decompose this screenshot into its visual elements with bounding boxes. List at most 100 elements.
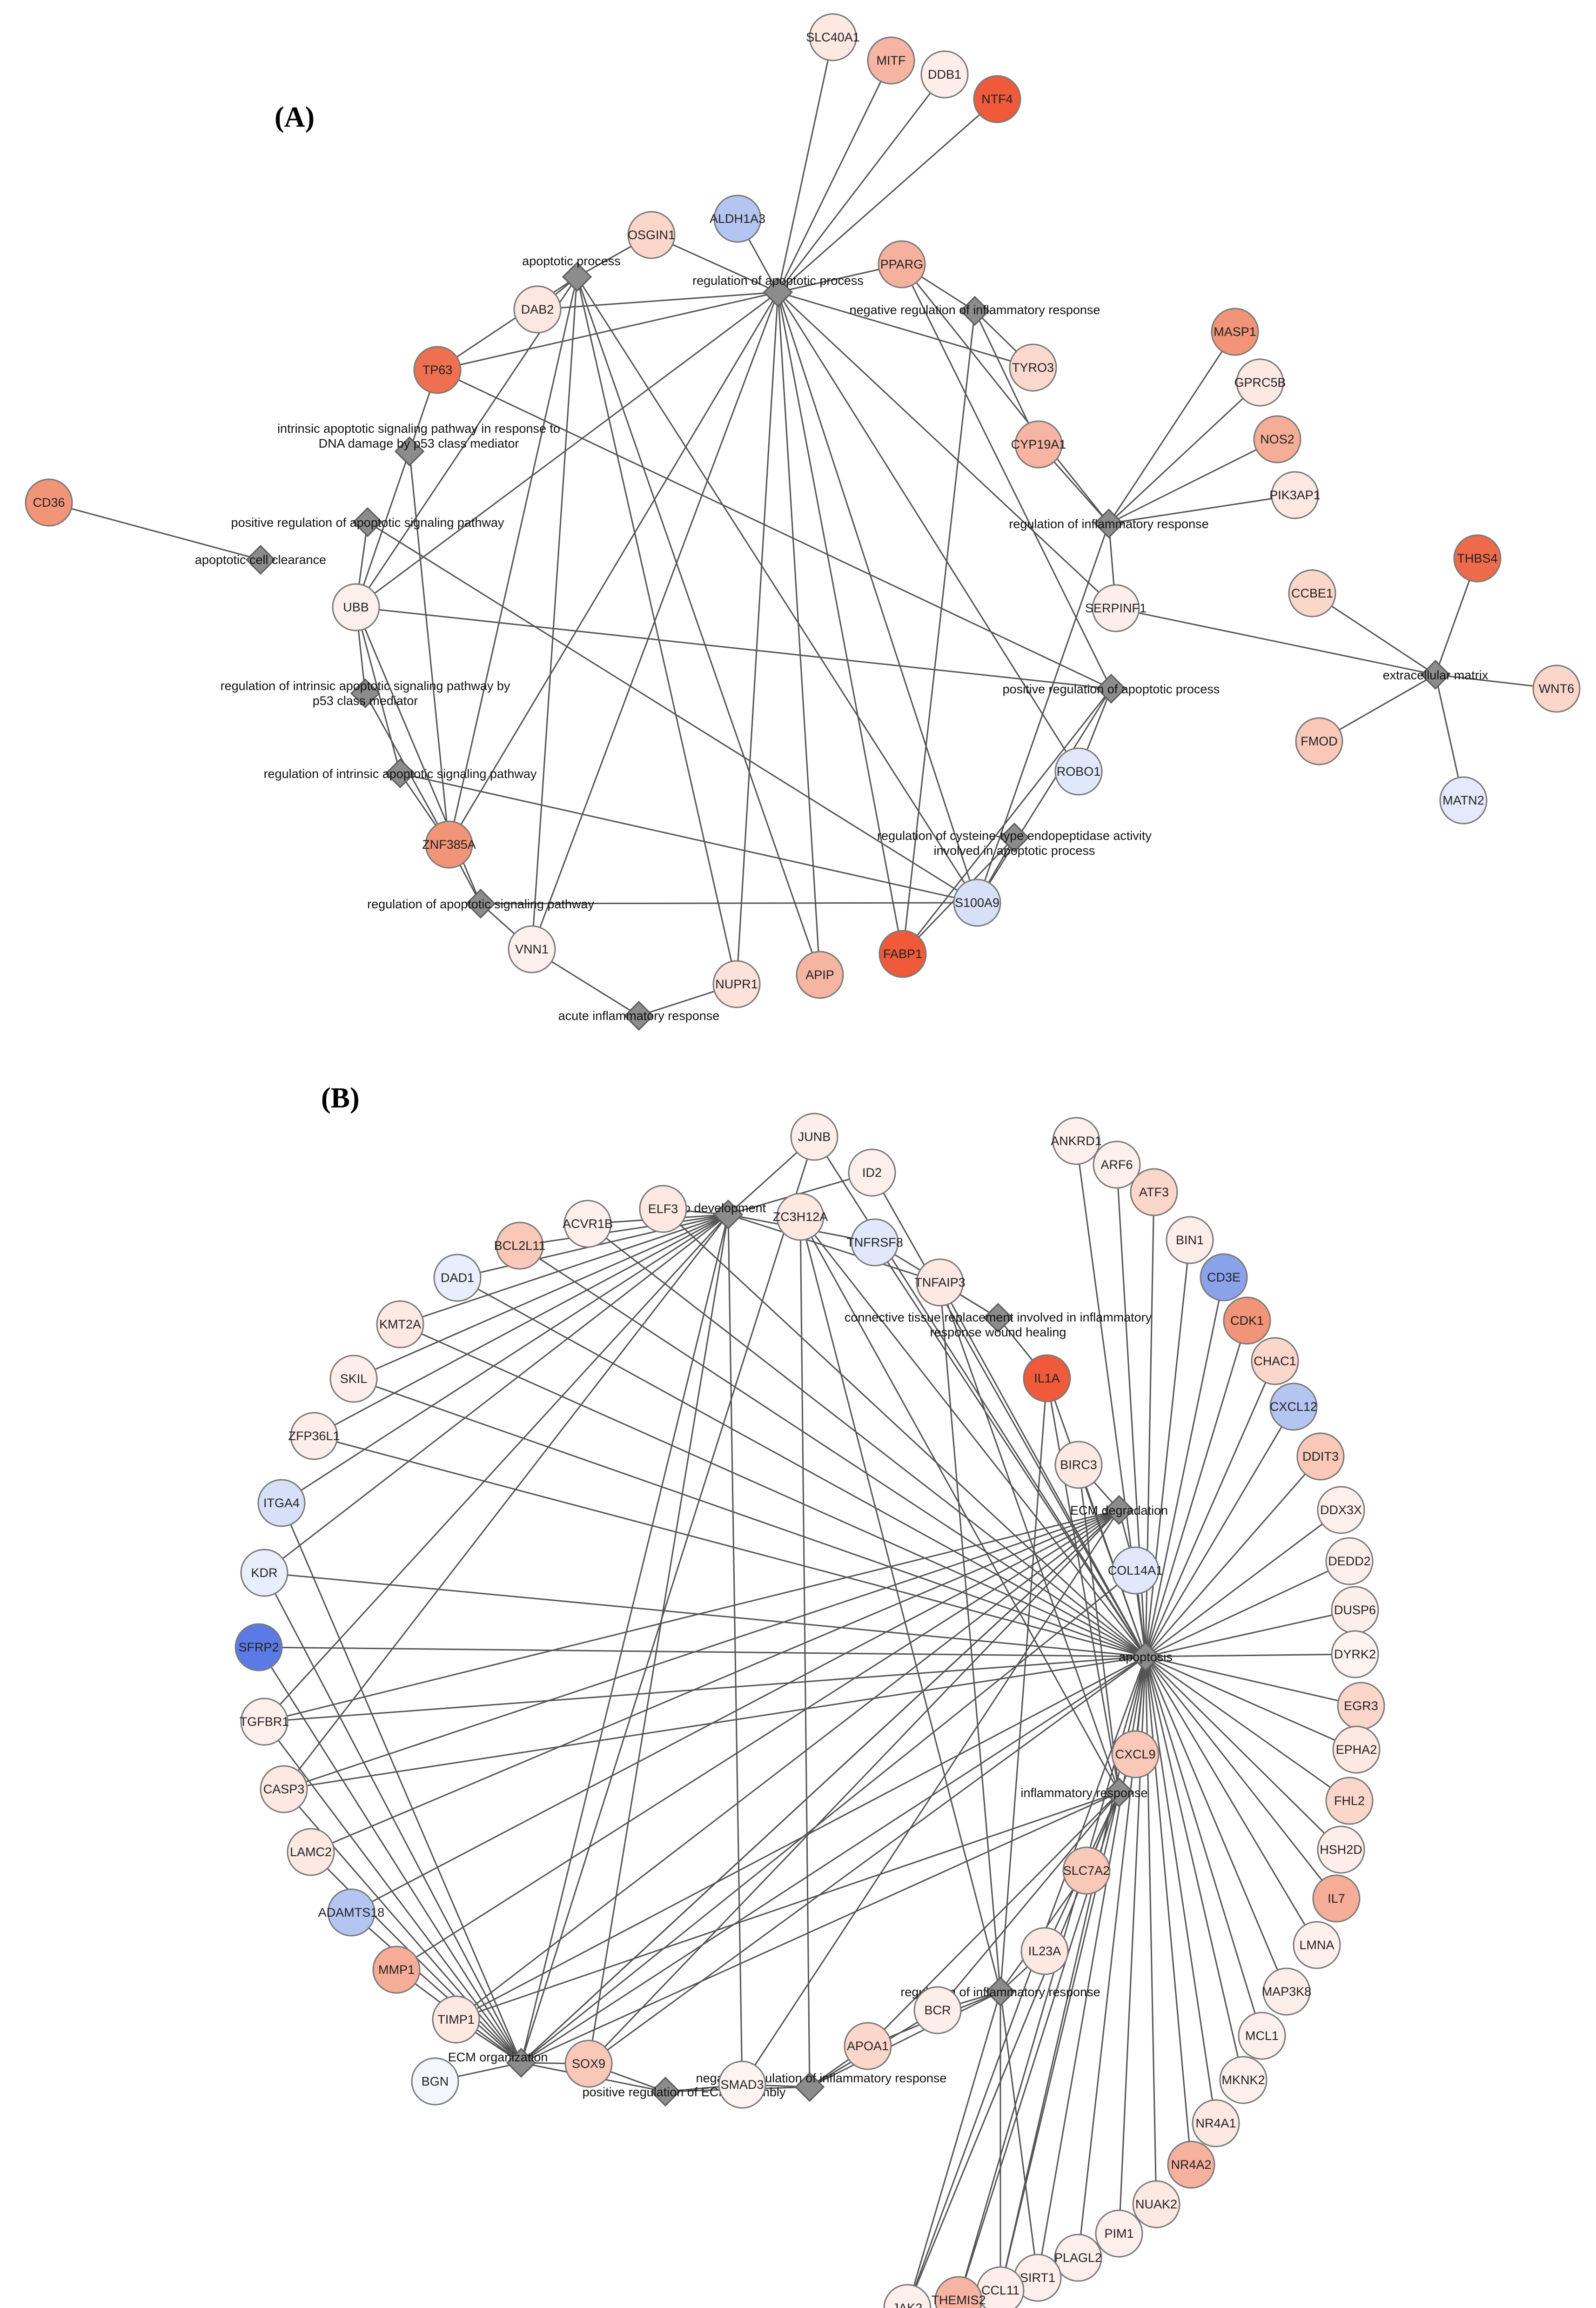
term-node-regulation-of-intrinsic-apoptotic-signaling-pathway[interactable]: regulation of intrinsic apoptotic signal… [264,758,537,789]
term-node-positive-regulation-of-apoptotic-signaling-pathway[interactable]: positive regulation of apoptotic signali… [231,507,504,537]
gene-node-serpinf1[interactable]: SERPINF1 [1085,584,1147,632]
term-node-acute-inflammatory-response[interactable]: acute inflammatory response [558,1000,720,1031]
term-node-negative-regulation-of-inflammatory-response[interactable]: negative regulation of inflammatory resp… [850,295,1100,326]
gene-node-ntf4[interactable]: NTF4 [973,75,1021,123]
term-node-regulation-of-apoptotic-signaling-pathway[interactable]: regulation of apoptotic signaling pathwa… [367,888,594,919]
gene-node-slc40a1[interactable]: SLC40A1 [806,13,860,61]
gene-node-zfp36l1[interactable]: ZFP36L1 [288,1412,340,1460]
gene-node-dad1[interactable]: DAD1 [433,1254,482,1302]
gene-node-adamts18[interactable]: ADAMTS18 [318,1888,385,1937]
gene-node-cxcl12[interactable]: CXCL12 [1269,1382,1318,1431]
term-node-ecm-degradation[interactable]: ECM degradation [1070,1495,1168,1525]
term-node-inflammatory-response[interactable]: inflammatory response [1020,1777,1148,1808]
gene-node-col14a1[interactable]: COL14A1 [1108,1546,1163,1595]
gene-node-casp3[interactable]: CASP3 [260,1765,308,1813]
gene-node-timp1[interactable]: TIMP1 [432,1995,480,2044]
gene-node-slc7a2[interactable]: SLC7A2 [1062,1846,1111,1895]
gene-node-sfrp2[interactable]: SFRP2 [235,1623,283,1671]
gene-node-pim1[interactable]: PIM1 [1095,2209,1143,2258]
gene-node-tnfrsf8[interactable]: TNFRSF8 [846,1218,903,1267]
gene-node-plagl2[interactable]: PLAGL2 [1054,2234,1102,2282]
gene-node-egr3[interactable]: EGR3 [1337,1682,1385,1730]
gene-node-il7[interactable]: IL7 [1312,1874,1361,1923]
gene-node-nupr1[interactable]: NUPR1 [712,960,761,1008]
gene-node-osgin1[interactable]: OSGIN1 [627,211,676,259]
gene-node-tgfbr1[interactable]: TGFBR1 [240,1697,289,1746]
gene-node-fhl2[interactable]: FHL2 [1325,1777,1374,1825]
gene-node-elf3[interactable]: ELF3 [639,1185,687,1233]
gene-node-birc3[interactable]: BIRC3 [1054,1441,1103,1489]
term-node-regulation-of-apoptotic-process[interactable]: regulation of apoptotic process [692,274,864,308]
term-node-connective-tissue-replacement-involved-in-inflammatory-respo[interactable]: connective tissue replacement involved i… [845,1302,1152,1339]
gene-node-nr4a2[interactable]: NR4A2 [1167,2140,1215,2189]
gene-node-nuak2[interactable]: NUAK2 [1132,2180,1180,2228]
gene-node-chac1[interactable]: CHAC1 [1251,1337,1299,1385]
gene-node-ubb[interactable]: UBB [332,583,380,631]
gene-node-tnfaip3[interactable]: TNFAIP3 [914,1258,966,1307]
term-node-ecm-organization[interactable]: ECM organization [448,2047,548,2078]
gene-node-il1a[interactable]: IL1A [1023,1354,1071,1402]
gene-node-mitf[interactable]: MITF [867,36,915,85]
gene-node-acvr1b[interactable]: ACVR1B [563,1200,613,1248]
gene-node-vnn1[interactable]: VNN1 [508,925,556,973]
term-node-apoptosis[interactable]: apoptosis [1119,1641,1173,1672]
gene-node-dab2[interactable]: DAB2 [513,285,562,334]
gene-node-smad3[interactable]: SMAD3 [718,2060,766,2109]
gene-node-themis2[interactable]: THEMIS2 [931,2276,986,2308]
term-node-negative-regulation-of-inflammatory-response[interactable]: negative regulation of inflammatory resp… [696,2071,947,2102]
gene-node-nr4a1[interactable]: NR4A1 [1192,2099,1240,2147]
term-node-extracellular-matrix[interactable]: extracellular matrix [1383,659,1489,690]
term-node-apoptotic-process[interactable]: apoptotic process [522,254,621,292]
gene-node-bin1[interactable]: BIN1 [1166,1216,1214,1264]
gene-node-il23a[interactable]: IL23A [1020,1927,1069,1975]
gene-node-bcr[interactable]: BCR [913,1986,962,2034]
gene-node-id2[interactable]: ID2 [848,1148,896,1197]
gene-node-kmt2a[interactable]: KMT2A [376,1300,424,1349]
term-node-apoptotic-cell-clearance[interactable]: apoptotic cell clearance [195,544,326,575]
gene-node-junb[interactable]: JUNB [790,1113,838,1161]
gene-node-tyro3[interactable]: TYRO3 [1009,343,1057,392]
gene-node-hsh2d[interactable]: HSH2D [1317,1825,1365,1874]
gene-node-lamc2[interactable]: LAMC2 [287,1828,335,1876]
gene-node-cyp19a1[interactable]: CYP19A1 [1011,420,1066,469]
gene-node-cd3e[interactable]: CD3E [1200,1253,1248,1302]
gene-node-mknk2[interactable]: MKNK2 [1219,2056,1267,2104]
gene-node-ddit3[interactable]: DDIT3 [1296,1432,1345,1481]
gene-node-ankrd1[interactable]: ANKRD1 [1051,1117,1102,1165]
gene-node-skil[interactable]: SKIL [329,1355,378,1403]
gene-node-znf385a[interactable]: ZNF385A [422,820,476,869]
gene-node-s100a9[interactable]: S100A9 [953,879,1001,927]
gene-node-mmp1[interactable]: MMP1 [372,1946,421,1994]
gene-node-ccbe1[interactable]: CCBE1 [1288,569,1336,617]
gene-node-matn2[interactable]: MATN2 [1439,776,1488,825]
gene-node-kdr[interactable]: KDR [240,1549,288,1597]
gene-node-cdk1[interactable]: CDK1 [1223,1296,1271,1345]
gene-node-dedd2[interactable]: DEDD2 [1325,1537,1374,1585]
gene-node-ccl11[interactable]: CCL11 [976,2266,1025,2308]
gene-node-ddx3x[interactable]: DDX3X [1317,1486,1365,1534]
gene-node-lmna[interactable]: LMNA [1293,1921,1341,1969]
gene-node-apoa1[interactable]: APOA1 [844,2022,892,2070]
gene-node-gprc5b[interactable]: GPRC5B [1234,358,1286,407]
term-node-regulation-of-intrinsic-apoptotic-signaling-pathway-by-p53-c[interactable]: regulation of intrinsic apoptotic signal… [221,678,510,709]
gene-node-wnt6[interactable]: WNT6 [1532,664,1581,713]
gene-node-masp1[interactable]: MASP1 [1211,308,1259,356]
gene-node-dyrk2[interactable]: DYRK2 [1331,1630,1379,1678]
gene-node-robo1[interactable]: ROBO1 [1054,747,1103,796]
term-node-positive-regulation-of-apoptotic-process[interactable]: positive regulation of apoptotic process [1003,673,1220,704]
gene-node-cxcl9[interactable]: CXCL9 [1111,1730,1160,1778]
gene-node-aldh1a3[interactable]: ALDH1A3 [710,195,765,243]
gene-node-sox9[interactable]: SOX9 [564,2040,613,2088]
gene-node-mcl1[interactable]: MCL1 [1238,2012,1286,2060]
term-node-regulation-of-inflammatory-response[interactable]: regulation of inflammatory response [1009,508,1209,539]
gene-node-jak2[interactable]: JAK2 [883,2284,932,2308]
gene-node-tp63[interactable]: TP63 [413,346,462,394]
gene-node-epha2[interactable]: EPHA2 [1332,1725,1381,1774]
gene-node-map3k8[interactable]: MAP3K8 [1262,1967,1312,2016]
gene-node-bcl2l11[interactable]: BCL2L11 [494,1221,546,1270]
gene-node-fabp1[interactable]: FABP1 [878,930,927,978]
gene-node-fmod[interactable]: FMOD [1295,717,1343,765]
gene-node-pik3ap1[interactable]: PIK3AP1 [1269,471,1321,519]
term-node-intrinsic-apoptotic-signaling-pathway-in-response-to-dna-dam[interactable]: intrinsic apoptotic signaling pathway in… [277,422,560,467]
gene-node-apip[interactable]: APIP [796,951,844,999]
